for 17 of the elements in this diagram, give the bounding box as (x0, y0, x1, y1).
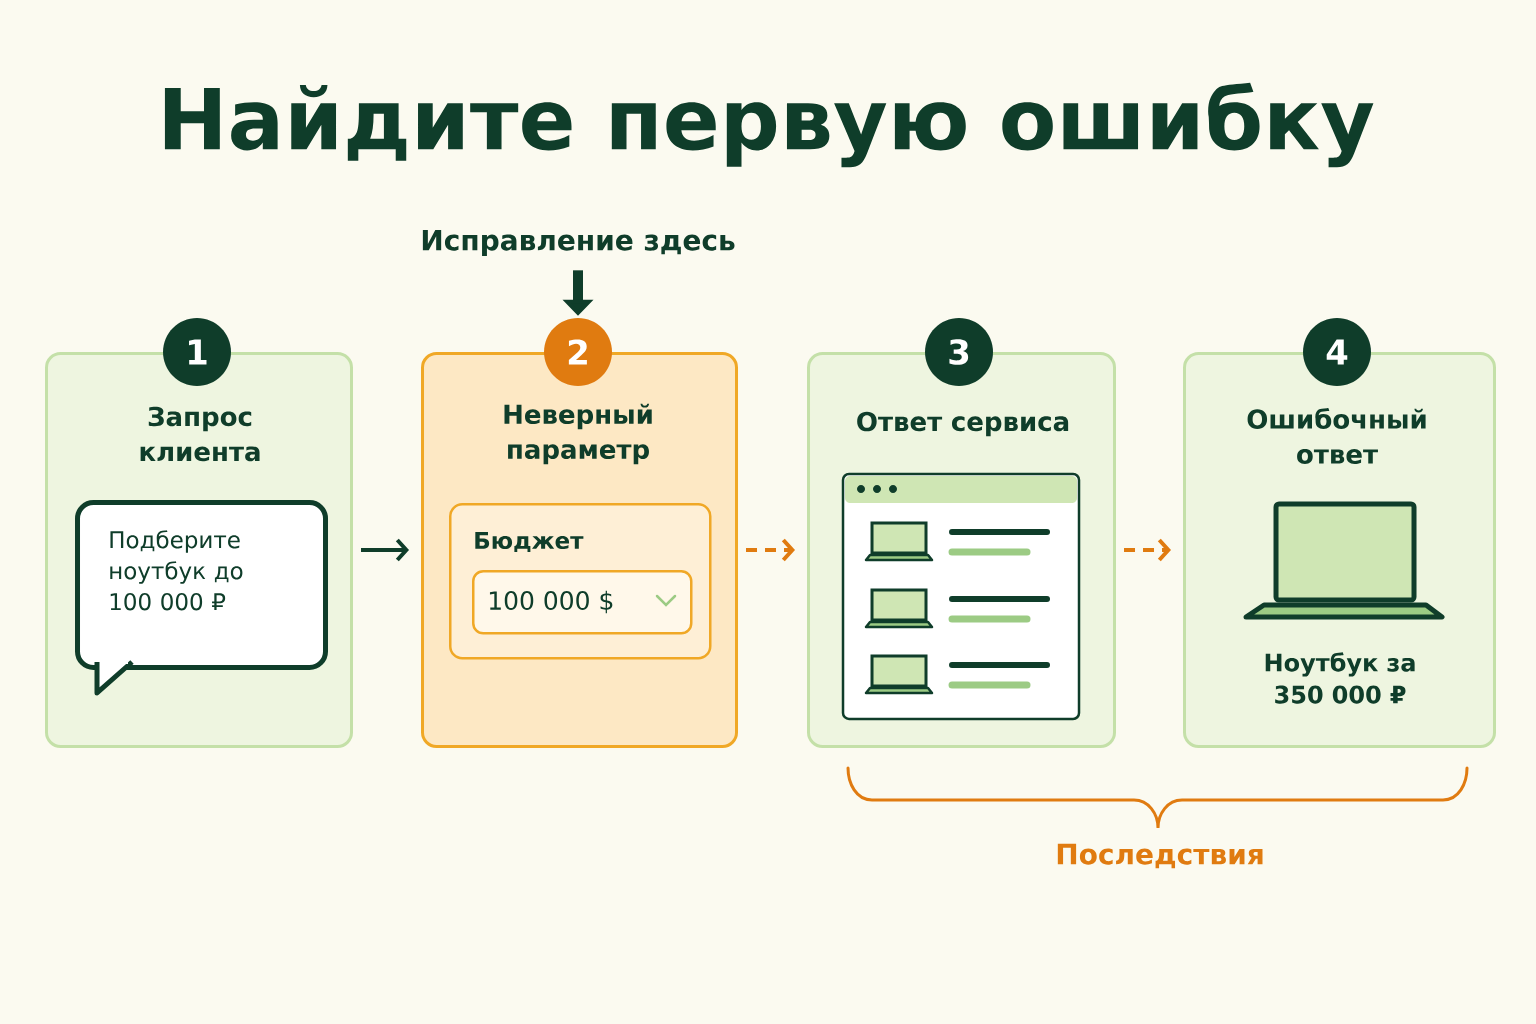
title: Найдите первую ошибку (164, 82, 1374, 168)
step-badge: 2 (544, 318, 612, 386)
step-badge: 1 (163, 318, 231, 386)
arrow (1124, 538, 1171, 562)
brace-label: Последствия (1057, 843, 1263, 869)
card-heading: Ошибочный ответ (1247, 408, 1426, 464)
step-badge: 4 (1303, 318, 1371, 386)
card-heading: Ответ сервиса (857, 411, 1069, 437)
step-badge: 3 (925, 318, 993, 386)
arrow (746, 538, 795, 562)
callout-text: Исправление здесь (422, 229, 735, 257)
arrow (361, 538, 409, 562)
dropdown-field: 100 000 $ (472, 570, 693, 635)
field-label: Бюджет (475, 532, 584, 552)
card-heading: Запрос клиента (140, 406, 260, 462)
card-heading: Неверный параметр (504, 403, 652, 465)
result-text: Ноутбук за 350 000 ₽ (1265, 652, 1415, 704)
